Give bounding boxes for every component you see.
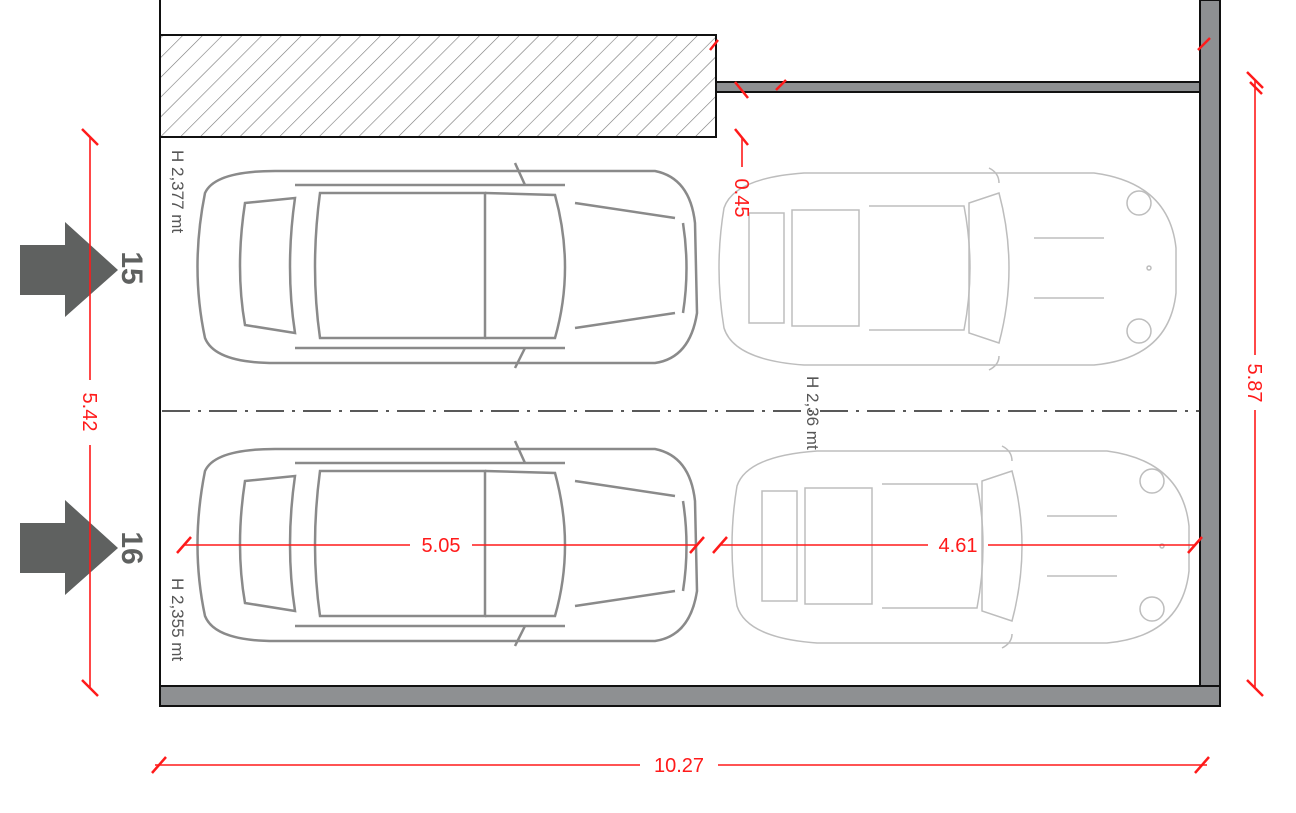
svg-text:4.61: 4.61: [939, 535, 978, 557]
sports-car-space-15: [718, 167, 1177, 371]
walls: [159, 0, 1221, 707]
svg-text:5.42: 5.42: [78, 393, 100, 432]
space-number-16: 16: [115, 531, 148, 564]
dimension-left-depth: 5.42: [78, 128, 100, 697]
svg-text:5.05: 5.05: [422, 535, 461, 557]
svg-text:5.87: 5.87: [1243, 364, 1265, 403]
svg-text:10.27: 10.27: [654, 755, 704, 777]
dimension-total-width: 10.27: [151, 755, 1210, 777]
svg-text:0.45: 0.45: [730, 179, 752, 218]
height-label-15: H 2,377 mt: [168, 150, 187, 233]
dimension-right-depth: 5.87: [1243, 71, 1265, 697]
dimension-car1-length: 5.05: [176, 535, 705, 557]
height-label-16: H 2,355 mt: [168, 578, 187, 661]
dimension-gap: 0.45: [709, 37, 1211, 218]
height-label-center: H 2,36 mt: [803, 376, 822, 450]
space-number-15: 15: [115, 251, 148, 284]
sedan-car-space-15: [196, 161, 699, 370]
entry-arrow-icon-16: [20, 500, 118, 595]
dimension-car2-length: 4.61: [712, 535, 1203, 557]
entry-arrow-icon-15: [20, 222, 118, 317]
hatched-column: [159, 34, 717, 138]
